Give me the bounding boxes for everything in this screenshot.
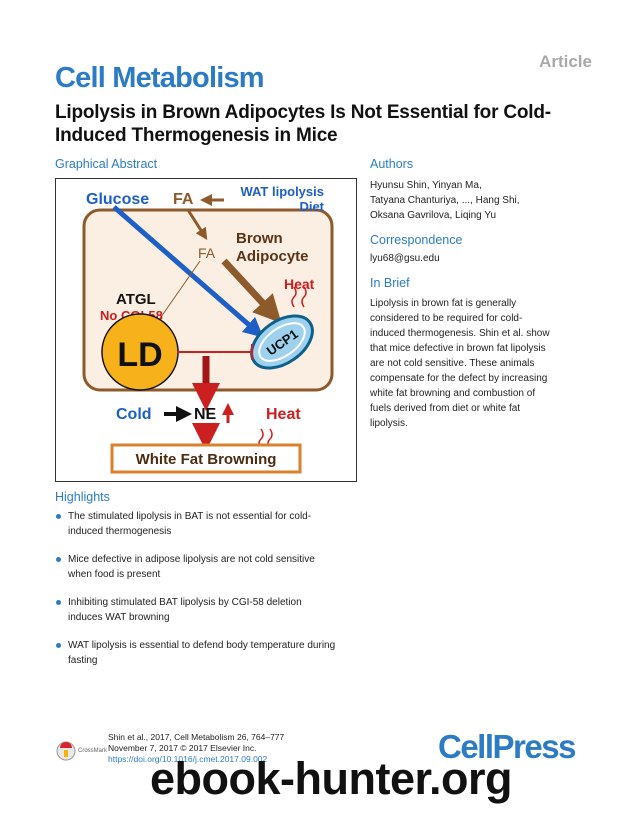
graphical-abstract-heading: Graphical Abstract [55,157,158,171]
glucose-arrow [112,205,264,338]
date-line: November 7, 2017 © 2017 Elsevier Inc. [108,743,257,753]
bullet-icon [56,643,61,648]
in-brief-line: considered to be required for cold- [370,313,523,324]
article-type-tag: Article [539,52,592,71]
in-brief-heading: In Brief [370,276,410,290]
article-title: Lipolysis in Brown Adipocytes Is Not Ess… [55,102,551,146]
glucose-label: Glucose [86,191,149,208]
correspondence-email[interactable]: lyu68@gsu.edu [370,253,440,264]
bullet-icon [56,557,61,562]
in-brief-line: are not cold sensitive. These animals [370,358,535,369]
crossmark-icon[interactable] [56,741,76,761]
fa-to-ucp1-arrow [221,258,282,324]
journal-name: Cell Metabolism [55,62,265,94]
fa-entry-arrow [186,209,208,241]
fa-inner-label: FA [198,245,216,261]
in-brief-line: white fat browning and combustion of [370,388,536,399]
author-line: Tatyana Chanturiya, ..., Hang Shi, [370,195,520,206]
ucp1-mitochondrion: UCP1 [250,314,314,370]
brown-label: Brown [236,230,283,247]
crossmark-label: CrossMark [78,748,108,754]
authors-heading: Authors [370,157,414,171]
white-fat-browning-box [110,443,302,474]
fa-to-ld-arrow [151,260,201,331]
highlight-item: The stimulated lipolysis in BAT is not e… [55,509,365,539]
highlight-item: WAT lipolysis is essential to defend bod… [55,638,365,668]
diet-label: Diet [299,199,324,214]
in-brief-line: that mice defective in brown fat lipolys… [370,343,546,354]
in-brief-line: compensate for the defect by increasing [370,373,548,384]
watermark: ebook-hunter.org [150,753,513,804]
authors-list: Hyunsu Shin, Yinyan Ma, Tatyana Chanturi… [370,178,520,223]
ne-label: NE [194,406,217,423]
cold-label: Cold [116,406,152,423]
in-brief-text: Lipolysis in brown fat is generally cons… [370,296,550,431]
correspondence-heading: Correspondence [370,233,463,247]
author-line: Oksana Gavrilova, Liqing Yu [370,210,497,221]
wat-lipolysis-label: WAT lipolysis [240,184,324,199]
highlights-heading: Highlights [55,490,110,504]
citation-line: Shin et al., 2017, Cell Metabolism 26, 7… [108,732,285,742]
fa-top-label: FA [173,191,194,208]
bullet-icon [56,514,61,519]
in-brief-line: fuels derived from diet or white fat [370,403,521,414]
in-brief-line: lipolysis. [370,418,408,429]
adipocyte-label: Adipocyte [236,248,309,265]
heat-wave-icon [291,286,297,308]
white-fat-browning-label: White Fat Browning [136,451,277,468]
highlights-list: The stimulated lipolysis in BAT is not e… [55,509,365,681]
bullet-icon [56,600,61,605]
author-line: Hyunsu Shin, Yinyan Ma, [370,180,482,191]
citation-block: Shin et al., 2017, Cell Metabolism 26, 7… [108,732,284,765]
doi-link[interactable]: https://doi.org/10.1016/j.cmet.2017.09.0… [108,754,268,764]
heat-cell-label: Heat [284,276,315,292]
in-brief-line: Lipolysis in brown fat is generally [370,298,517,309]
graphical-abstract: Glucose FA WAT lipolysis Diet FA Brown A… [55,178,357,482]
in-brief-line: induced thermogenesis. Shin et al. show [370,328,550,339]
atgl-label: ATGL [116,291,156,308]
highlight-item: Mice defective in adipose lipolysis are … [55,552,365,582]
heat-wave-icon [301,286,307,308]
cellpress-logo: CellPress [438,728,576,765]
ld-label: LD [117,336,162,374]
highlight-item: Inhibiting stimulated BAT lipolysis by C… [55,595,365,625]
heat-bottom-label: Heat [266,406,301,423]
graphical-abstract-figure: Glucose FA WAT lipolysis Diet FA Brown A… [82,184,334,474]
